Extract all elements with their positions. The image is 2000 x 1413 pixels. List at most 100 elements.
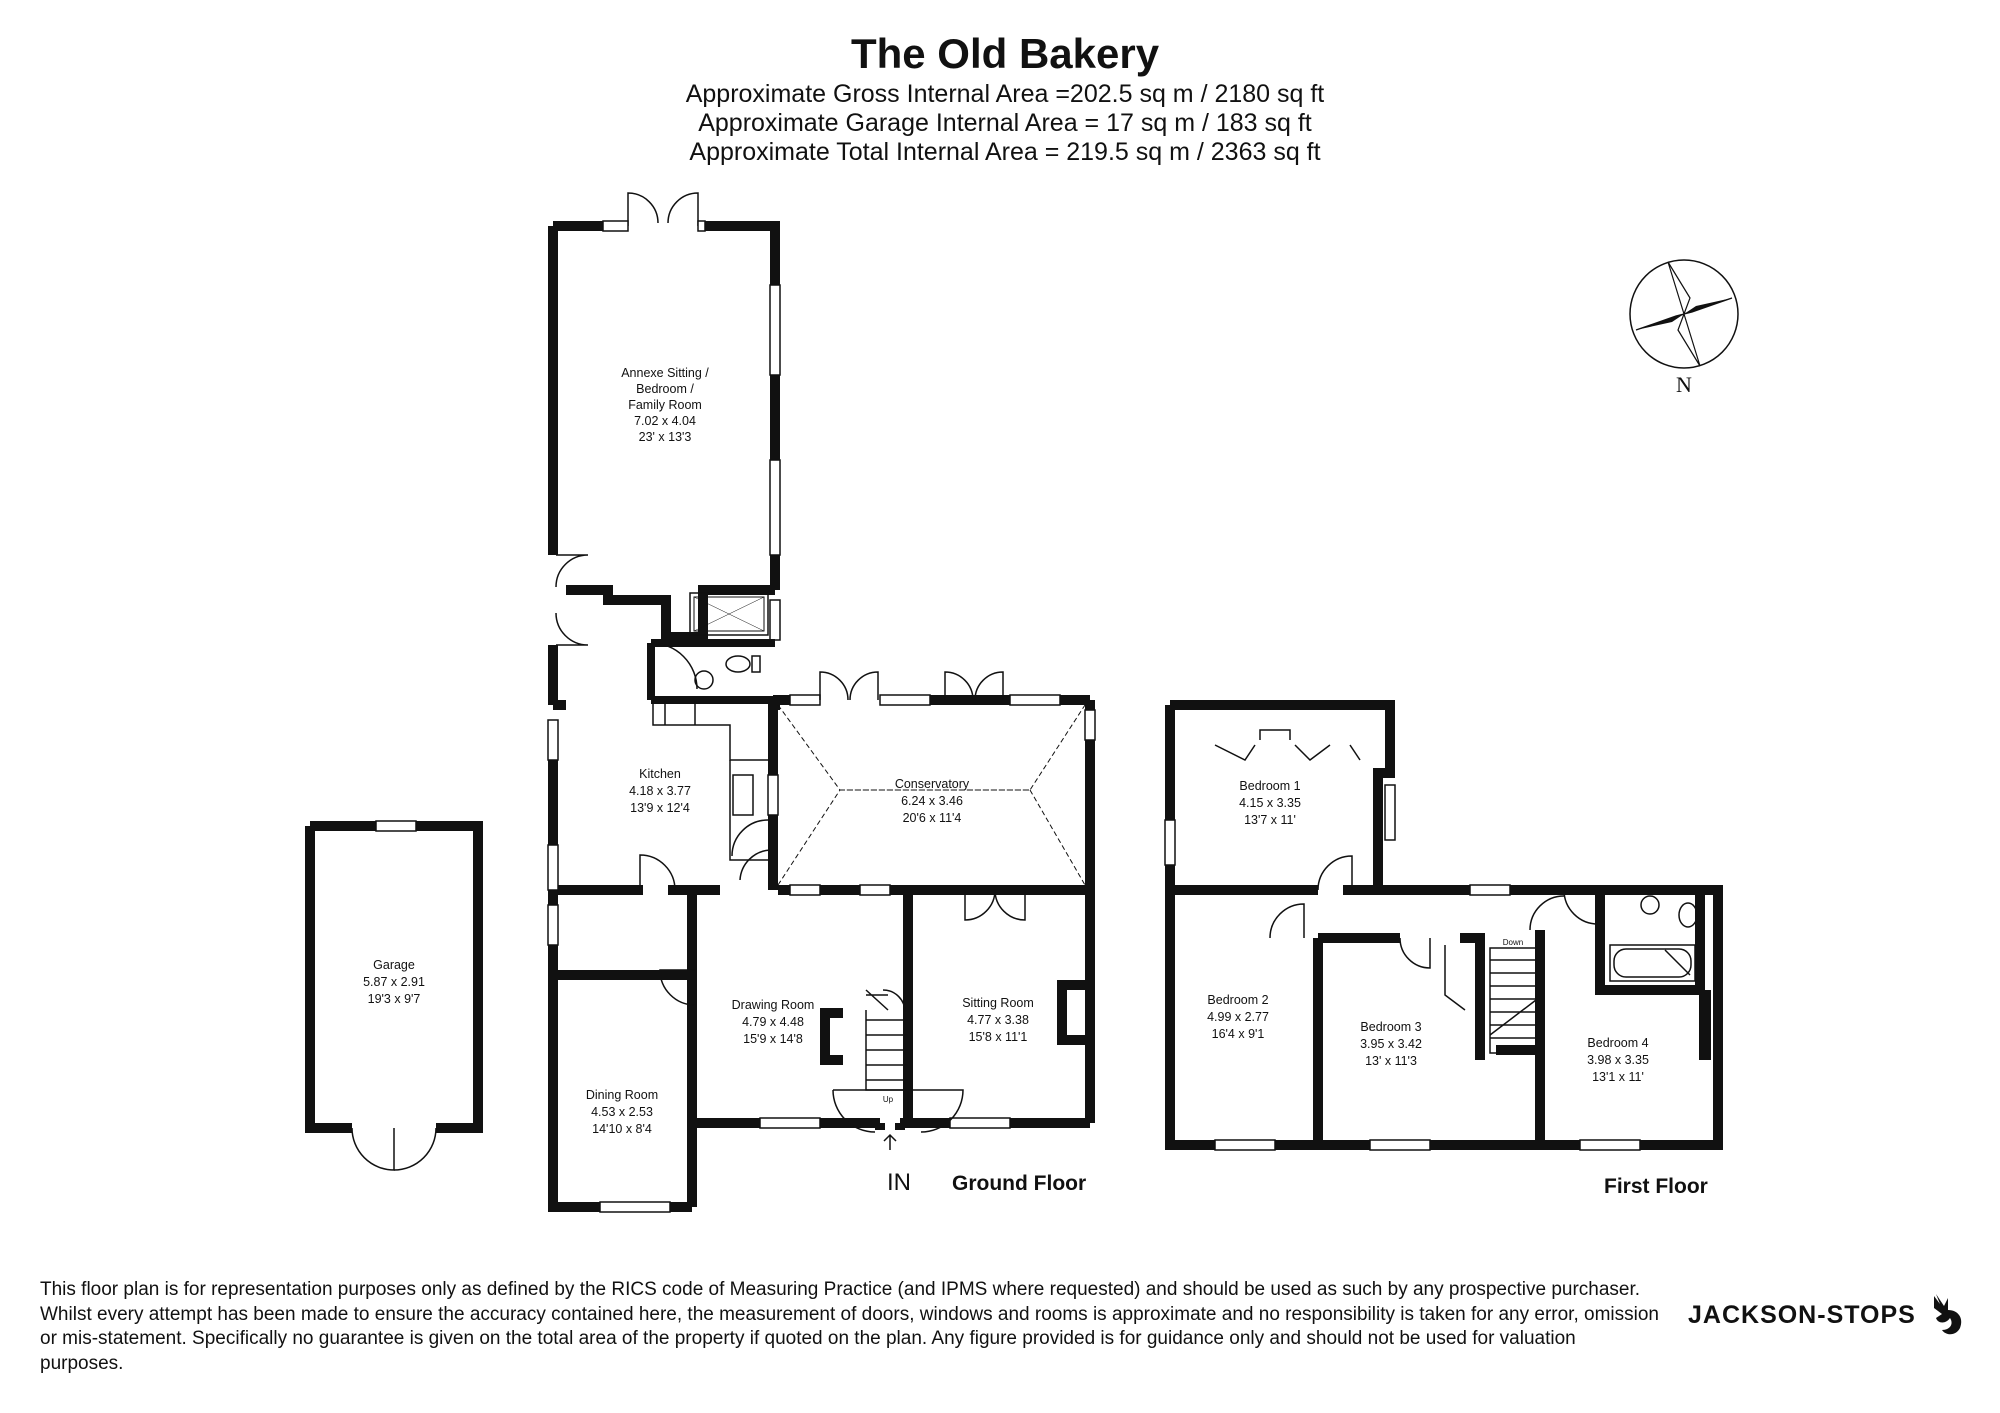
basin-icon-first xyxy=(1640,895,1660,915)
toilet-icon-first xyxy=(1678,902,1698,928)
first-floor-doors xyxy=(1269,855,1599,969)
conservatory-roof-lines xyxy=(777,704,1086,886)
total-area: Approximate Total Internal Area = 219.5 … xyxy=(689,138,1321,166)
brand-logo: JACKSON-STOPS xyxy=(1688,1290,1970,1340)
kitchen-units xyxy=(652,700,769,861)
bed4-window xyxy=(1579,1139,1641,1151)
first-floor-label: First Floor xyxy=(1604,1175,1708,1198)
svg-text:Conservatory: Conservatory xyxy=(895,777,970,791)
stairs-down-label: Down xyxy=(1503,938,1523,947)
svg-text:13'7 x 11': 13'7 x 11' xyxy=(1244,813,1296,827)
stairs-ground xyxy=(865,989,908,1091)
bed2-window xyxy=(1214,1139,1276,1151)
svg-text:Bedroom 1: Bedroom 1 xyxy=(1239,779,1300,793)
sitting-room-label: Sitting Room 4.77 x 3.38 15'8 x 11'1 xyxy=(962,996,1034,1044)
svg-text:4.18 x 3.77: 4.18 x 3.77 xyxy=(629,784,691,798)
dining-room-label: Dining Room 4.53 x 2.53 14'10 x 8'4 xyxy=(586,1088,658,1136)
annexe-window-3 xyxy=(769,599,781,641)
garage-window xyxy=(375,820,417,832)
page-title: The Old Bakery xyxy=(850,30,1160,77)
shower-tray xyxy=(689,592,769,636)
svg-text:16'4 x 9'1: 16'4 x 9'1 xyxy=(1212,1027,1265,1041)
compass-icon xyxy=(1629,259,1739,369)
compass-label: N xyxy=(1676,372,1692,397)
svg-text:15'9 x 14'8: 15'9 x 14'8 xyxy=(743,1032,803,1046)
svg-text:4.79 x 4.48: 4.79 x 4.48 xyxy=(742,1015,804,1029)
dining-window xyxy=(599,1201,671,1213)
stairs-up-label: Up xyxy=(883,1095,894,1104)
drawing-room-fireplace xyxy=(820,1008,843,1065)
svg-text:13'1 x 11': 13'1 x 11' xyxy=(1592,1070,1644,1084)
sitting-window xyxy=(949,1117,1011,1129)
svg-text:3.98 x 3.35: 3.98 x 3.35 xyxy=(1587,1053,1649,1067)
drawing-window xyxy=(759,1117,821,1129)
svg-text:Family Room: Family Room xyxy=(628,398,702,412)
stairs-first xyxy=(1489,947,1537,1054)
bathroom xyxy=(1609,895,1698,982)
kitchen-window-2 xyxy=(547,844,559,891)
annexe-doors xyxy=(602,192,706,232)
svg-text:4.99 x 2.77: 4.99 x 2.77 xyxy=(1207,1010,1269,1024)
sink-icon xyxy=(732,774,754,816)
garage-label: Garage 5.87 x 2.91 19'3 x 9'7 xyxy=(363,958,425,1006)
landing-window xyxy=(1469,884,1511,896)
svg-text:13'9 x 12'4: 13'9 x 12'4 xyxy=(630,801,690,815)
svg-text:Bedroom 3: Bedroom 3 xyxy=(1360,1020,1421,1034)
gross-area: Approximate Gross Internal Area =202.5 s… xyxy=(685,80,1325,108)
svg-text:19'3 x 9'7: 19'3 x 9'7 xyxy=(368,992,421,1006)
svg-text:7.02 x 4.04: 7.02 x 4.04 xyxy=(634,414,696,428)
svg-text:5.87 x 2.91: 5.87 x 2.91 xyxy=(363,975,425,989)
bedroom2-label: Bedroom 2 4.99 x 2.77 16'4 x 9'1 xyxy=(1207,993,1269,1041)
bedroom3-label: Bedroom 3 3.95 x 3.42 13' x 11'3 xyxy=(1360,1020,1422,1068)
svg-text:6.24 x 3.46: 6.24 x 3.46 xyxy=(901,794,963,808)
stag-logo-icon xyxy=(1933,1294,1962,1335)
bed1-window-r xyxy=(1384,784,1396,841)
entrance-label: IN xyxy=(887,1169,911,1196)
svg-text:20'6 x 11'4: 20'6 x 11'4 xyxy=(903,811,962,825)
svg-text:Bedroom /: Bedroom / xyxy=(636,382,694,396)
garage-area: Approximate Garage Internal Area = 17 sq… xyxy=(698,109,1312,137)
svg-text:15'8 x 11'1: 15'8 x 11'1 xyxy=(969,1030,1028,1044)
svg-text:4.15 x 3.35: 4.15 x 3.35 xyxy=(1239,796,1301,810)
conservatory-frame xyxy=(789,671,1096,741)
svg-text:Bedroom 4: Bedroom 4 xyxy=(1587,1036,1648,1050)
svg-text:Annexe Sitting /: Annexe Sitting / xyxy=(621,366,709,380)
kitchen-window-3 xyxy=(767,774,779,816)
svg-text:4.53 x 2.53: 4.53 x 2.53 xyxy=(591,1105,653,1119)
svg-text:23' x 13'3: 23' x 13'3 xyxy=(639,430,692,444)
conservatory-window-s1 xyxy=(789,884,821,896)
svg-text:14'10 x 8'4: 14'10 x 8'4 xyxy=(592,1122,652,1136)
wardrobes xyxy=(1214,729,1361,761)
annexe-window-2 xyxy=(769,459,781,556)
kitchen-window-1 xyxy=(547,719,559,761)
disclaimer: This floor plan is for representation pu… xyxy=(40,1279,1659,1374)
annexe-label: Annexe Sitting / Bedroom / Family Room 7… xyxy=(621,366,709,444)
fireplace-sitting xyxy=(1057,980,1090,1045)
svg-text:Kitchen: Kitchen xyxy=(639,767,681,781)
shower-room xyxy=(647,639,778,704)
svg-text:Garage: Garage xyxy=(373,958,415,972)
bed3-window xyxy=(1369,1139,1431,1151)
kitchen-label: Kitchen 4.18 x 3.77 13'9 x 12'4 xyxy=(629,767,691,815)
toilet-icon xyxy=(725,655,751,673)
svg-text:13' x 11'3: 13' x 11'3 xyxy=(1365,1054,1417,1068)
bedroom1-label: Bedroom 1 4.15 x 3.35 13'7 x 11' xyxy=(1239,779,1301,827)
svg-text:4.77 x 3.38: 4.77 x 3.38 xyxy=(967,1013,1029,1027)
bedroom4-label: Bedroom 4 3.98 x 3.35 13'1 x 11' xyxy=(1587,1036,1649,1084)
logo-text: JACKSON-STOPS xyxy=(1688,1300,1916,1329)
annexe-window-1 xyxy=(769,284,781,376)
conservatory-window-s2 xyxy=(859,884,891,896)
bath-icon xyxy=(1609,944,1696,982)
svg-text:Bedroom 2: Bedroom 2 xyxy=(1207,993,1268,1007)
ground-floor-label: Ground Floor xyxy=(952,1172,1086,1195)
garage-doors xyxy=(351,1127,437,1171)
svg-text:Sitting Room: Sitting Room xyxy=(962,996,1034,1010)
svg-text:Dining Room: Dining Room xyxy=(586,1088,658,1102)
bed1-window-l xyxy=(1164,819,1176,866)
drawing-room-label: Drawing Room 4.79 x 4.48 15'9 x 14'8 xyxy=(732,998,815,1046)
first-floor-walls xyxy=(1165,700,1723,1150)
dining-window-l xyxy=(547,904,559,946)
svg-text:Drawing Room: Drawing Room xyxy=(732,998,815,1012)
svg-text:3.95 x 3.42: 3.95 x 3.42 xyxy=(1360,1037,1422,1051)
